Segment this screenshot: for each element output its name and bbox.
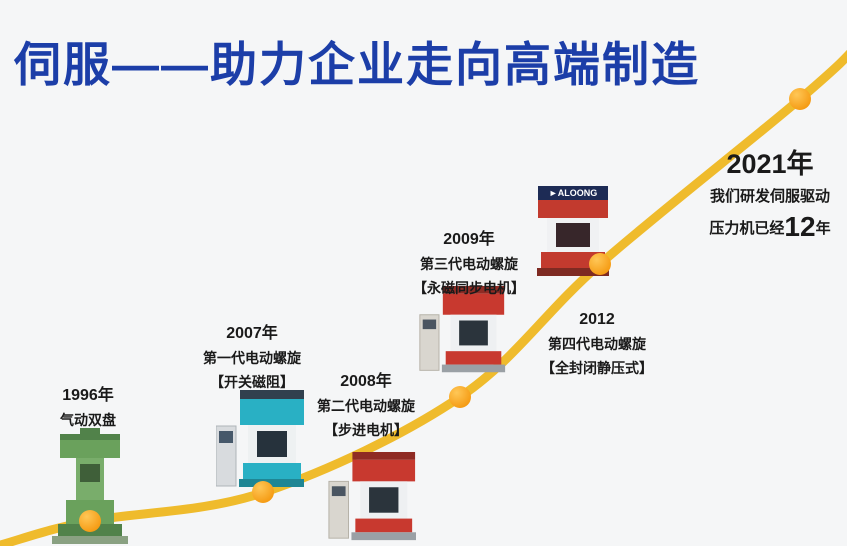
milestone-dot-2021 [789, 88, 811, 110]
milestone-label: 气动双盘 [60, 412, 116, 428]
milestone-years-count: 12 [784, 211, 816, 242]
milestone-2021: 2021年 我们研发伺服驱动 压力机已经12年 [695, 146, 845, 244]
milestone-sublabel: 【步进电机】 [324, 422, 408, 438]
milestone-dot-2007 [252, 481, 274, 503]
milestone-label: 第二代电动螺旋 [317, 398, 415, 414]
page-title: 伺服——助力企业走向高端制造 [14, 38, 700, 91]
milestone-2008: 2008年 第二代电动螺旋 【步进电机】 [286, 370, 446, 442]
milestone-year: 2009年 [443, 231, 495, 248]
press-machine-2007-image [216, 390, 304, 492]
milestone-year: 1996年 [62, 387, 114, 404]
press-machine-2009-image [418, 286, 506, 378]
milestone-sublabel-prefix: 压力机已经 [709, 220, 785, 237]
milestone-sublabel: 【开关磁阻】 [210, 374, 294, 390]
milestone-dot-2012 [589, 253, 611, 275]
milestone-year: 2008年 [340, 373, 392, 390]
milestone-sublabel: 压力机已经12年 [695, 212, 845, 244]
milestone-label: 第一代电动螺旋 [203, 350, 301, 366]
milestone-sublabel: 【全封闭静压式】 [541, 360, 653, 376]
milestone-label: 我们研发伺服驱动 [709, 188, 830, 205]
milestone-dot-2008 [449, 386, 471, 408]
milestone-dot-1996 [79, 510, 101, 532]
milestone-2009: 2009年 第三代电动螺旋 【永磁同步电机】 [389, 228, 549, 300]
milestone-1996: 1996年 气动双盘 [18, 384, 158, 432]
milestone-2012: 2012 第四代电动螺旋 【全封闭静压式】 [517, 308, 677, 380]
milestone-2007: 2007年 第一代电动螺旋 【开关磁阻】 [172, 322, 332, 394]
milestone-label: 第三代电动螺旋 [420, 256, 518, 272]
milestone-sublabel-suffix: 年 [815, 220, 831, 237]
machine-brand-label: ►ALOONG [549, 188, 597, 198]
milestone-year: 2007年 [226, 325, 278, 342]
milestone-label: 第四代电动螺旋 [548, 336, 646, 352]
milestone-sublabel: 【永磁同步电机】 [413, 280, 525, 296]
milestone-year: 2021年 [726, 149, 814, 179]
press-machine-2008-image [328, 452, 416, 546]
milestone-year: 2012 [579, 311, 615, 328]
